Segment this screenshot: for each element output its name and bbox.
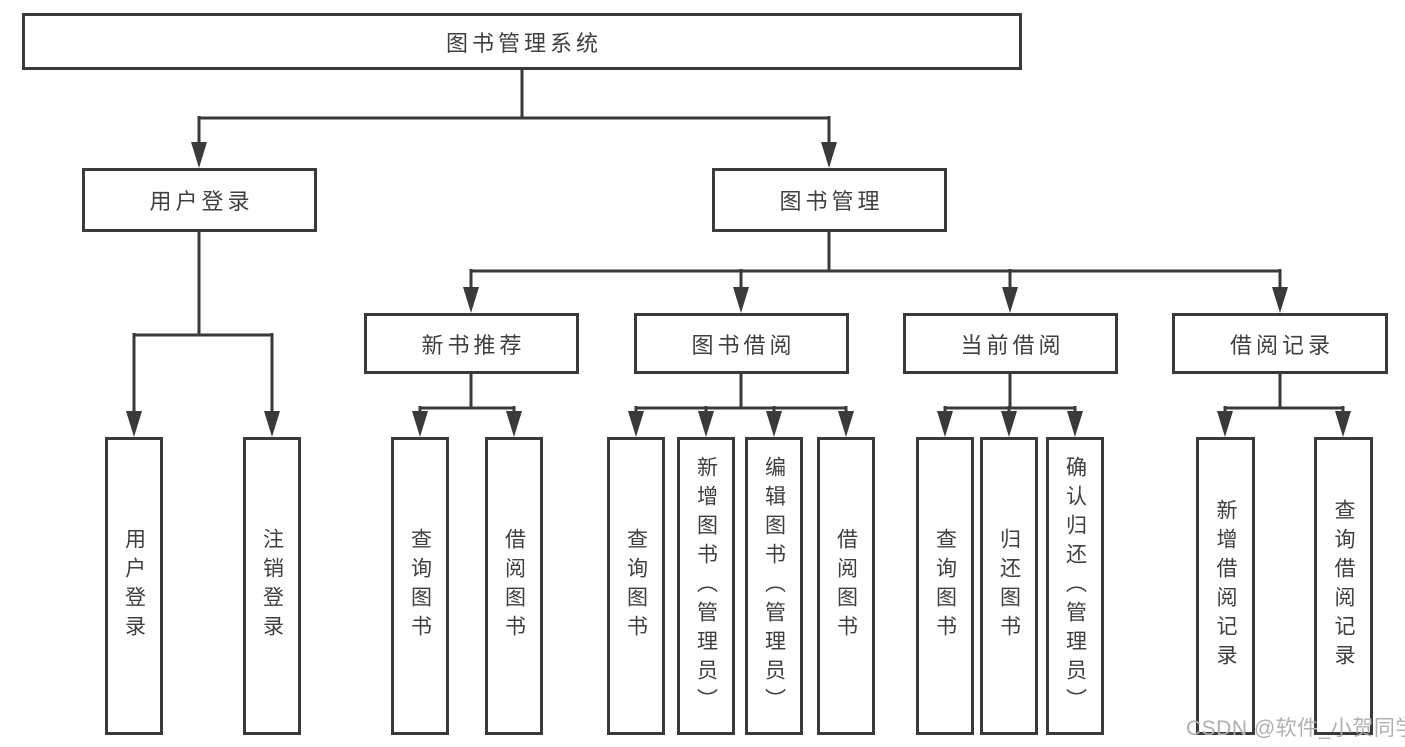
arrow-down-icon	[1335, 411, 1351, 437]
leaf-cb-return-books: 归还图书	[980, 437, 1038, 735]
bus-root-to-level2	[197, 70, 831, 146]
leaf-br-add-record: 新增借阅记录	[1196, 437, 1255, 735]
arrow-down-icon	[1067, 411, 1083, 437]
bus-bookmgmt-to-level3	[469, 232, 1282, 291]
node-borrow-records: 借阅记录	[1172, 313, 1388, 374]
arrow-down-icon	[463, 287, 479, 313]
leaf-cb-confirm-return-admin: 确认归还（管理员）	[1046, 437, 1104, 735]
arrow-down-icon	[937, 411, 953, 437]
arrow-down-icon	[1217, 411, 1233, 437]
arrow-down-icon	[264, 411, 280, 437]
arrow-down-icon	[191, 142, 207, 168]
node-user-login: 用户登录	[82, 168, 317, 232]
leaf-logout-login: 注销登录	[243, 437, 301, 735]
arrow-down-icon	[1272, 287, 1288, 313]
arrow-down-icon	[126, 411, 142, 437]
node-book-management: 图书管理	[712, 168, 947, 232]
arrow-down-icon	[821, 142, 837, 168]
arrow-down-icon	[1002, 287, 1018, 313]
arrow-down-icon	[412, 411, 428, 437]
node-book-borrow: 图书借阅	[634, 313, 849, 374]
leaf-user-login: 用户登录	[105, 437, 163, 735]
leaf-br-query-record: 查询借阅记录	[1314, 437, 1373, 735]
node-new-book-recommend: 新书推荐	[364, 313, 579, 374]
bus-borrowrecords-leaves	[1223, 374, 1345, 413]
leaf-nb-query-books: 查询图书	[391, 437, 449, 735]
arrow-down-icon	[506, 411, 522, 437]
leaf-cb-query-books: 查询图书	[916, 437, 974, 735]
leaf-bb-query-books: 查询图书	[607, 437, 665, 735]
arrowheads	[126, 142, 1351, 437]
leaf-bb-add-books-admin: 新增图书（管理员）	[677, 437, 735, 735]
leaf-nb-borrow-books: 借阅图书	[485, 437, 543, 735]
node-current-borrow: 当前借阅	[903, 313, 1118, 374]
bus-userlogin-leaves	[132, 232, 274, 413]
node-root-system: 图书管理系统	[22, 13, 1022, 70]
csdn-watermark: CSDN @软件_小贺同学	[1186, 717, 1405, 740]
arrow-down-icon	[733, 287, 749, 313]
arrow-down-icon	[1001, 411, 1017, 437]
arrow-down-icon	[838, 411, 854, 437]
arrow-down-icon	[628, 411, 644, 437]
bus-newbook-leaves	[418, 374, 516, 413]
leaf-bb-edit-books-admin: 编辑图书（管理员）	[745, 437, 803, 735]
arrow-down-icon	[698, 411, 714, 437]
bus-currentborrow-leaves	[943, 374, 1077, 413]
leaf-bb-borrow-books: 借阅图书	[817, 437, 875, 735]
arrow-down-icon	[766, 411, 782, 437]
bus-bookborrow-leaves	[634, 374, 848, 413]
